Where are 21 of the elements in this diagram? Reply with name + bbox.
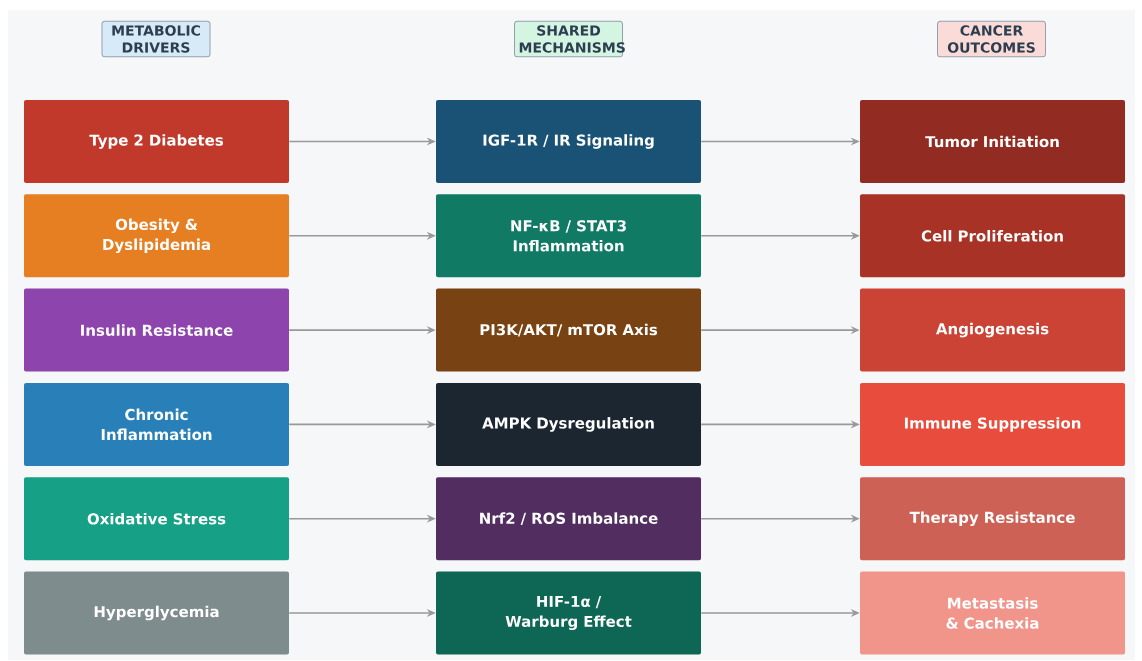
process-box: PI3K/AKT/ mTOR Axis <box>436 288 701 372</box>
header-box: SHARED MECHANISMS <box>514 20 625 58</box>
process-box: Insulin Resistance <box>24 288 289 372</box>
process-box: Chronic Inflammation <box>24 382 289 466</box>
header-box: CANCER OUTCOMES <box>937 20 1046 58</box>
process-box: Cell Proliferation <box>860 194 1125 278</box>
header-box: METABOLIC DRIVERS <box>101 20 211 58</box>
process-box: Tumor Initiation <box>860 100 1125 183</box>
process-box: Metastasis & Cachexia <box>860 571 1125 655</box>
process-box: Immune Suppression <box>860 382 1125 466</box>
process-box: HIF-1α / Warburg Effect <box>436 571 701 655</box>
process-box: Therapy Resistance <box>860 477 1125 561</box>
process-box: Hyperglycemia <box>24 571 289 655</box>
process-box: AMPK Dysregulation <box>436 382 701 466</box>
process-box: Oxidative Stress <box>24 477 289 561</box>
process-box: IGF-1R / IR Signaling <box>436 100 701 183</box>
process-box: Nrf2 / ROS Imbalance <box>436 477 701 561</box>
process-box: NF-κB / STAT3 Inflammation <box>436 194 701 278</box>
process-box: Angiogenesis <box>860 288 1125 372</box>
process-box: Obesity & Dyslipidemia <box>24 194 289 278</box>
process-box: Type 2 Diabetes <box>24 100 289 183</box>
